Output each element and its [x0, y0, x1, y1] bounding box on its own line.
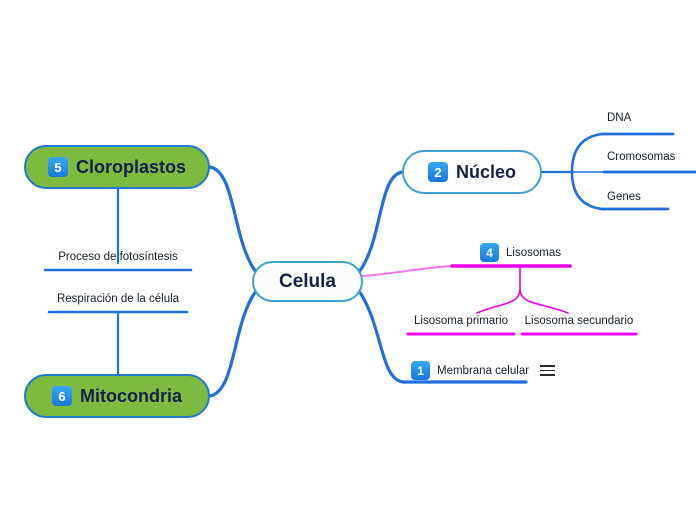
leaf-lisosoma-secundario[interactable]: Lisosoma secundario: [522, 315, 636, 327]
edge-lisosomas-primario: [476, 289, 521, 314]
hamburger-icon[interactable]: [540, 365, 556, 376]
badge-number-icon: 6: [52, 386, 72, 406]
node-lisosomas[interactable]: 4 Lisosomas: [480, 243, 561, 262]
leaf-proceso-fotosintesis[interactable]: Proceso de fotosíntesis: [45, 251, 191, 263]
node-membrana-celular[interactable]: 1 Membrana celular: [411, 361, 556, 380]
leaf-genes-label: Genes: [607, 191, 641, 203]
leaf-lisosoma-primario-label: Lisosoma primario: [414, 315, 508, 327]
badge-number-icon: 5: [47, 157, 68, 177]
node-nucleo[interactable]: 2 Núcleo: [402, 150, 542, 194]
node-mitocondria[interactable]: 6 Mitocondria: [24, 374, 210, 418]
node-membrana-celular-label: Membrana celular: [437, 364, 530, 377]
node-lisosomas-label: Lisosomas: [506, 246, 561, 259]
edge-celula-membrana: [357, 289, 406, 384]
leaf-genes[interactable]: Genes: [607, 191, 641, 203]
node-celula[interactable]: Celula: [252, 261, 363, 302]
edge-celula-nucleo: [357, 170, 404, 274]
edge-nucleo-genes: [570, 170, 604, 211]
edge-celula-lisosomas: [362, 265, 453, 277]
leaf-cromosomas[interactable]: Cromosomas: [607, 151, 675, 163]
badge-number-icon: 2: [427, 162, 448, 182]
leaf-proceso-fotosintesis-label: Proceso de fotosíntesis: [58, 251, 178, 263]
node-cloroplastos[interactable]: 5 Cloroplastos: [24, 145, 210, 189]
leaf-respiracion-celula-label: Respiración de la célula: [56, 293, 180, 305]
leaf-dna-label: DNA: [607, 112, 632, 124]
edge-nucleo-dna: [570, 132, 604, 174]
leaf-lisosoma-primario[interactable]: Lisosoma primario: [408, 315, 514, 327]
node-nucleo-label: Núcleo: [455, 161, 516, 182]
leaf-respiracion-celula[interactable]: Respiración de la célula: [49, 293, 187, 305]
edge-celula-mitocondria: [208, 289, 258, 398]
leaf-dna[interactable]: DNA: [607, 112, 631, 124]
node-mitocondria-label: Mitocondria: [80, 385, 182, 406]
node-celula-label: Celula: [278, 270, 337, 292]
badge-number-icon: 1: [411, 361, 430, 380]
edge-lisosomas-secundario: [519, 289, 569, 314]
node-cloroplastos-label: Cloroplastos: [75, 156, 186, 177]
leaf-lisosoma-secundario-label: Lisosoma secundario: [524, 315, 634, 327]
badge-number-icon: 4: [480, 243, 499, 262]
edge-celula-cloroplastos: [208, 165, 258, 274]
leaf-cromosomas-label: Cromosomas: [607, 151, 676, 163]
